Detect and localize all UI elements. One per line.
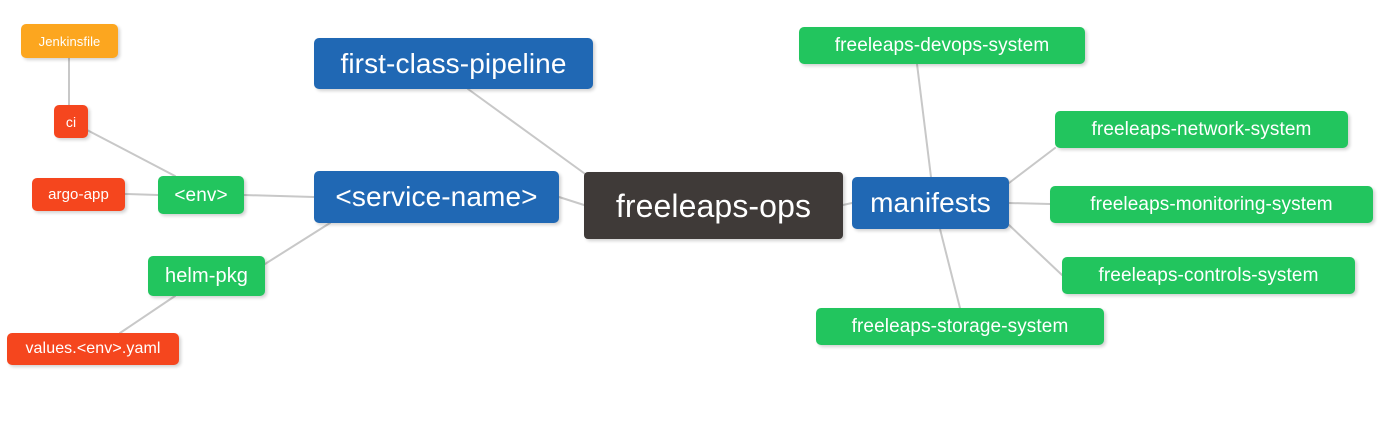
node-freeleaps-network-system[interactable]: freeleaps-network-system (1055, 111, 1348, 148)
node-freeleaps-storage-system[interactable]: freeleaps-storage-system (816, 308, 1104, 345)
node-helm-pkg[interactable]: helm-pkg (148, 256, 265, 296)
node-jenkinsfile[interactable]: Jenkinsfile (21, 24, 118, 58)
node-freeleaps-devops-system[interactable]: freeleaps-devops-system (799, 27, 1085, 64)
node-freeleaps-ops[interactable]: freeleaps-ops (584, 172, 843, 239)
node-label: freeleaps-network-system (1091, 119, 1312, 140)
node-label: freeleaps-monitoring-system (1090, 194, 1333, 215)
node-label: Jenkinsfile (38, 33, 101, 49)
node-freeleaps-controls-system[interactable]: freeleaps-controls-system (1062, 257, 1355, 294)
node-label: manifests (870, 187, 991, 218)
node-label: first-class-pipeline (340, 47, 567, 79)
node-label: freeleaps-storage-system (851, 316, 1069, 337)
node-values-env-yaml[interactable]: values.<env>.yaml (7, 333, 179, 365)
node-manifests[interactable]: manifests (852, 177, 1009, 229)
node-label: freeleaps-ops (615, 187, 812, 224)
node-label: argo-app (48, 186, 109, 203)
node-label: freeleaps-controls-system (1098, 265, 1319, 286)
node-first-class-pipeline[interactable]: first-class-pipeline (314, 38, 593, 89)
node-ci[interactable]: ci (54, 105, 88, 138)
node-label: <service-name> (335, 181, 538, 212)
node-label: freeleaps-devops-system (834, 35, 1050, 56)
node-label: values.<env>.yaml (25, 340, 161, 357)
node-env[interactable]: <env> (158, 176, 244, 214)
node-label: <env> (174, 184, 228, 206)
node-freeleaps-monitoring-system[interactable]: freeleaps-monitoring-system (1050, 186, 1373, 223)
node-service-name[interactable]: <service-name> (314, 171, 559, 223)
node-label: ci (65, 113, 77, 130)
node-label: helm-pkg (164, 265, 249, 287)
node-argo-app[interactable]: argo-app (32, 178, 125, 211)
